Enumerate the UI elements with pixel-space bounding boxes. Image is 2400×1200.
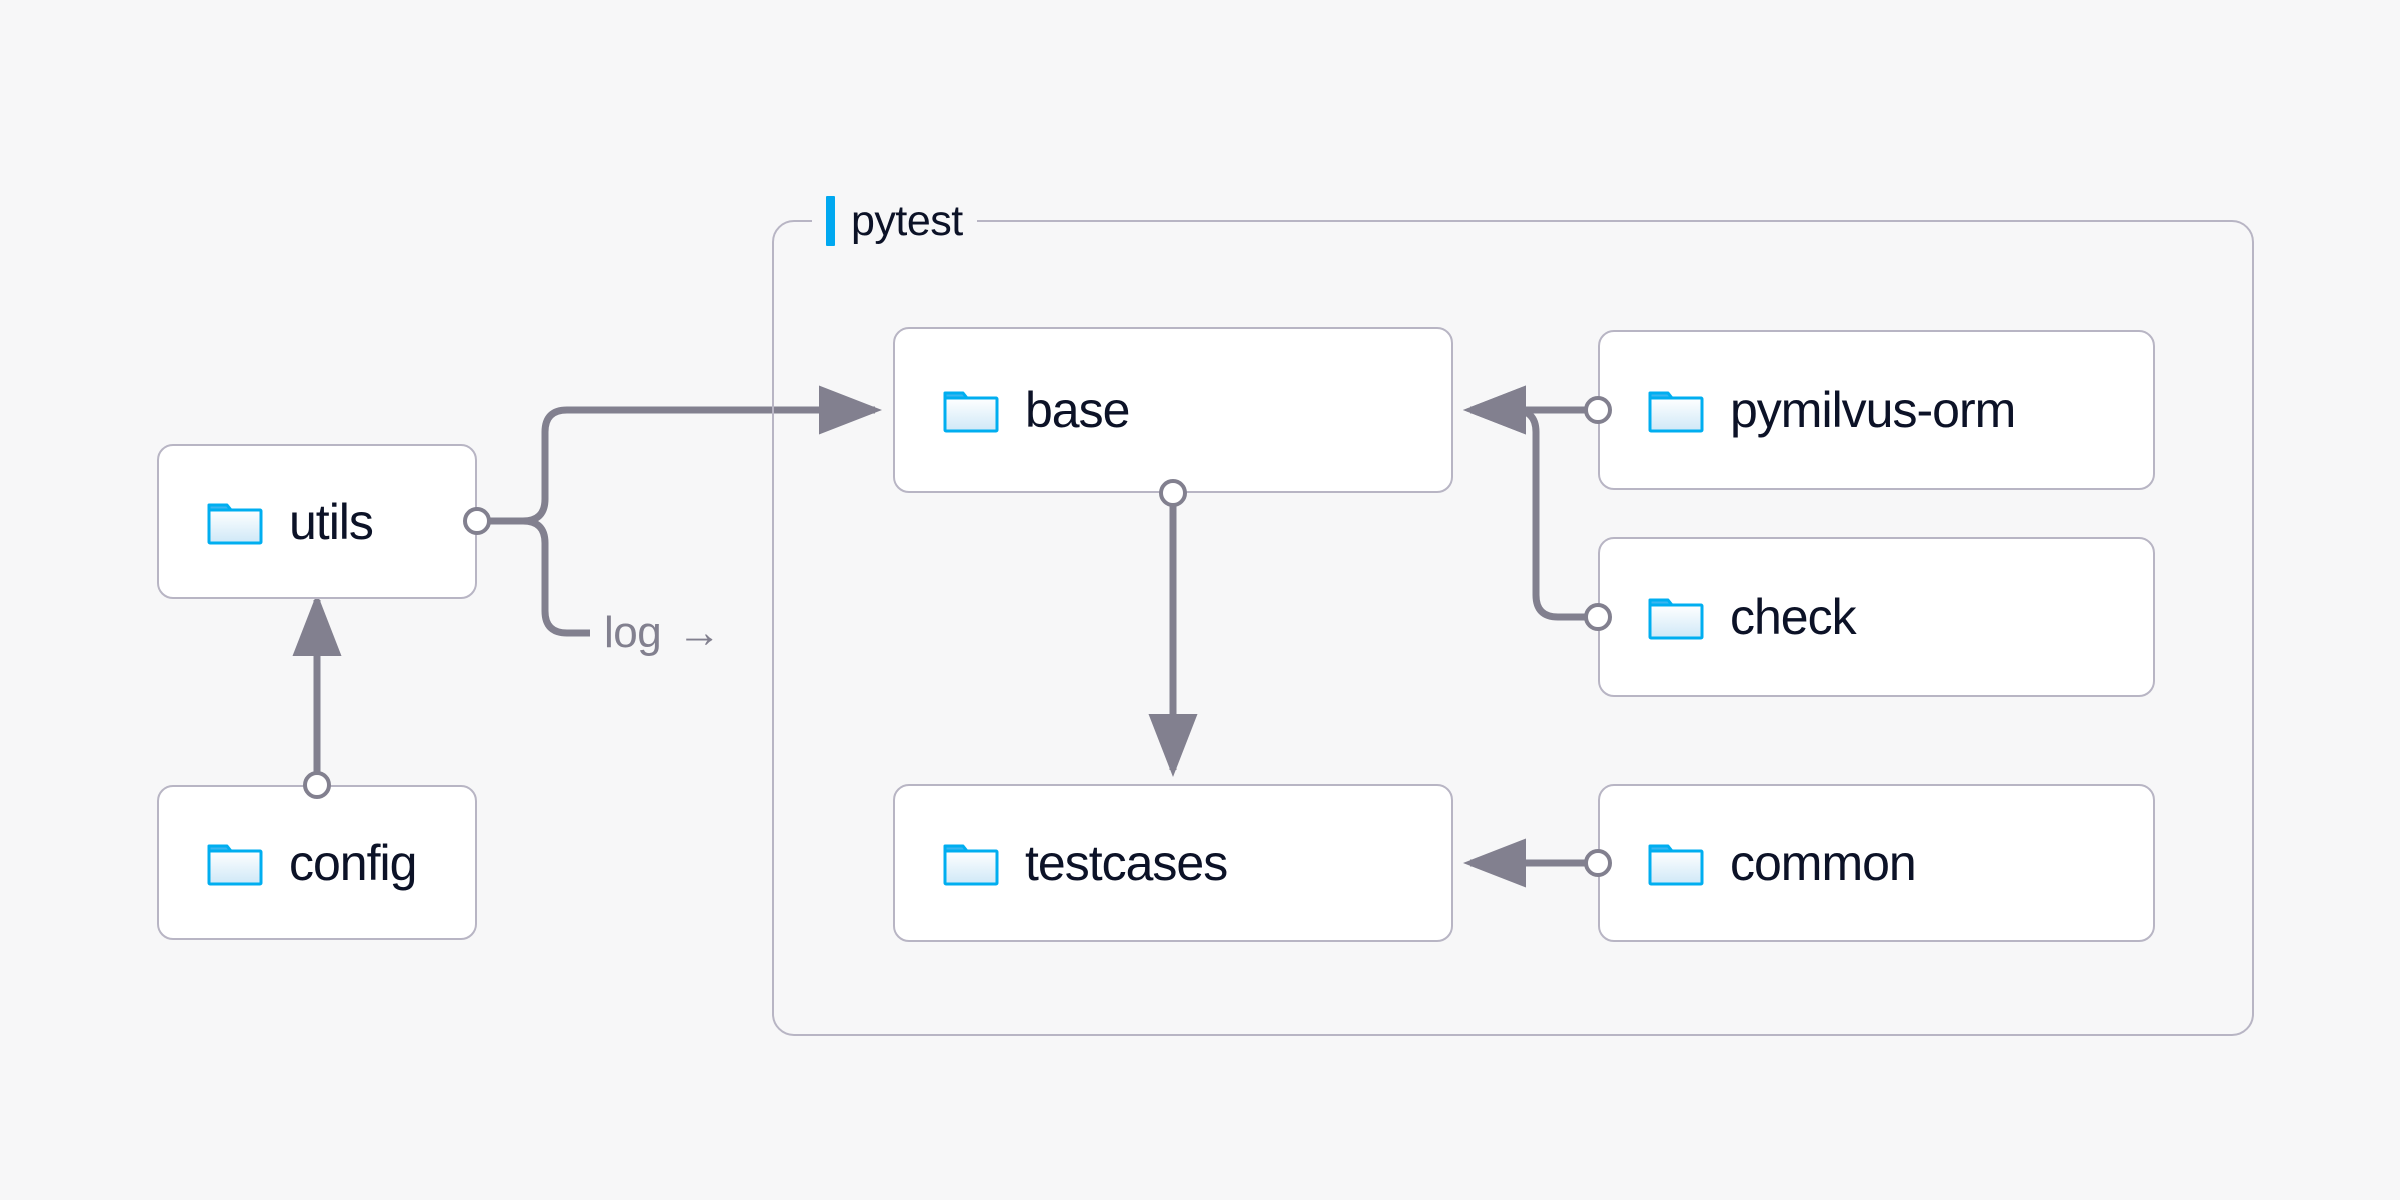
- node-check-label: check: [1730, 589, 1857, 645]
- folder-icon: [207, 503, 263, 544]
- edge-utils-to-log: [522, 517, 590, 637]
- node-check[interactable]: check: [1598, 537, 2155, 697]
- node-base-label: base: [1025, 382, 1130, 438]
- node-check-content: check: [1600, 589, 1857, 645]
- port-base-bottom[interactable]: [1159, 479, 1187, 507]
- node-utils-content: utils: [159, 493, 374, 550]
- node-pymilvus-orm[interactable]: pymilvus-orm: [1598, 330, 2155, 490]
- node-pymilvus-orm-label: pymilvus-orm: [1730, 382, 2016, 438]
- edge-label-log: log →: [598, 608, 727, 658]
- node-common-content: common: [1600, 835, 1917, 891]
- node-pymilvus-orm-content: pymilvus-orm: [1600, 382, 2016, 438]
- node-config[interactable]: config: [157, 785, 477, 940]
- node-utils[interactable]: utils: [157, 444, 477, 599]
- arrow-right-icon: →: [677, 608, 721, 657]
- port-pymilvus-orm-left[interactable]: [1584, 396, 1612, 424]
- node-testcases-content: testcases: [895, 835, 1228, 891]
- node-utils-label: utils: [289, 493, 374, 550]
- group-accent-bar-icon: [826, 196, 835, 246]
- node-testcases-label: testcases: [1025, 835, 1228, 891]
- node-config-content: config: [159, 834, 417, 891]
- folder-icon: [207, 844, 263, 885]
- port-utils-right[interactable]: [463, 507, 491, 535]
- port-common-left[interactable]: [1584, 849, 1612, 877]
- node-testcases[interactable]: testcases: [893, 784, 1453, 942]
- group-pytest-container: [772, 220, 2254, 1036]
- group-label-text: pytest: [851, 196, 963, 245]
- folder-icon: [1648, 391, 1704, 433]
- node-common[interactable]: common: [1598, 784, 2155, 942]
- node-common-label: common: [1730, 835, 1917, 891]
- node-base[interactable]: base: [893, 327, 1453, 493]
- edge-label-log-text: log: [604, 608, 662, 657]
- node-base-content: base: [895, 382, 1130, 438]
- folder-icon: [943, 844, 999, 886]
- folder-icon: [943, 391, 999, 433]
- group-pytest-label: pytest: [812, 192, 977, 250]
- folder-icon: [1648, 598, 1704, 640]
- folder-icon: [1648, 844, 1704, 886]
- port-config-top[interactable]: [303, 771, 331, 799]
- port-check-left[interactable]: [1584, 603, 1612, 631]
- node-config-label: config: [289, 834, 417, 891]
